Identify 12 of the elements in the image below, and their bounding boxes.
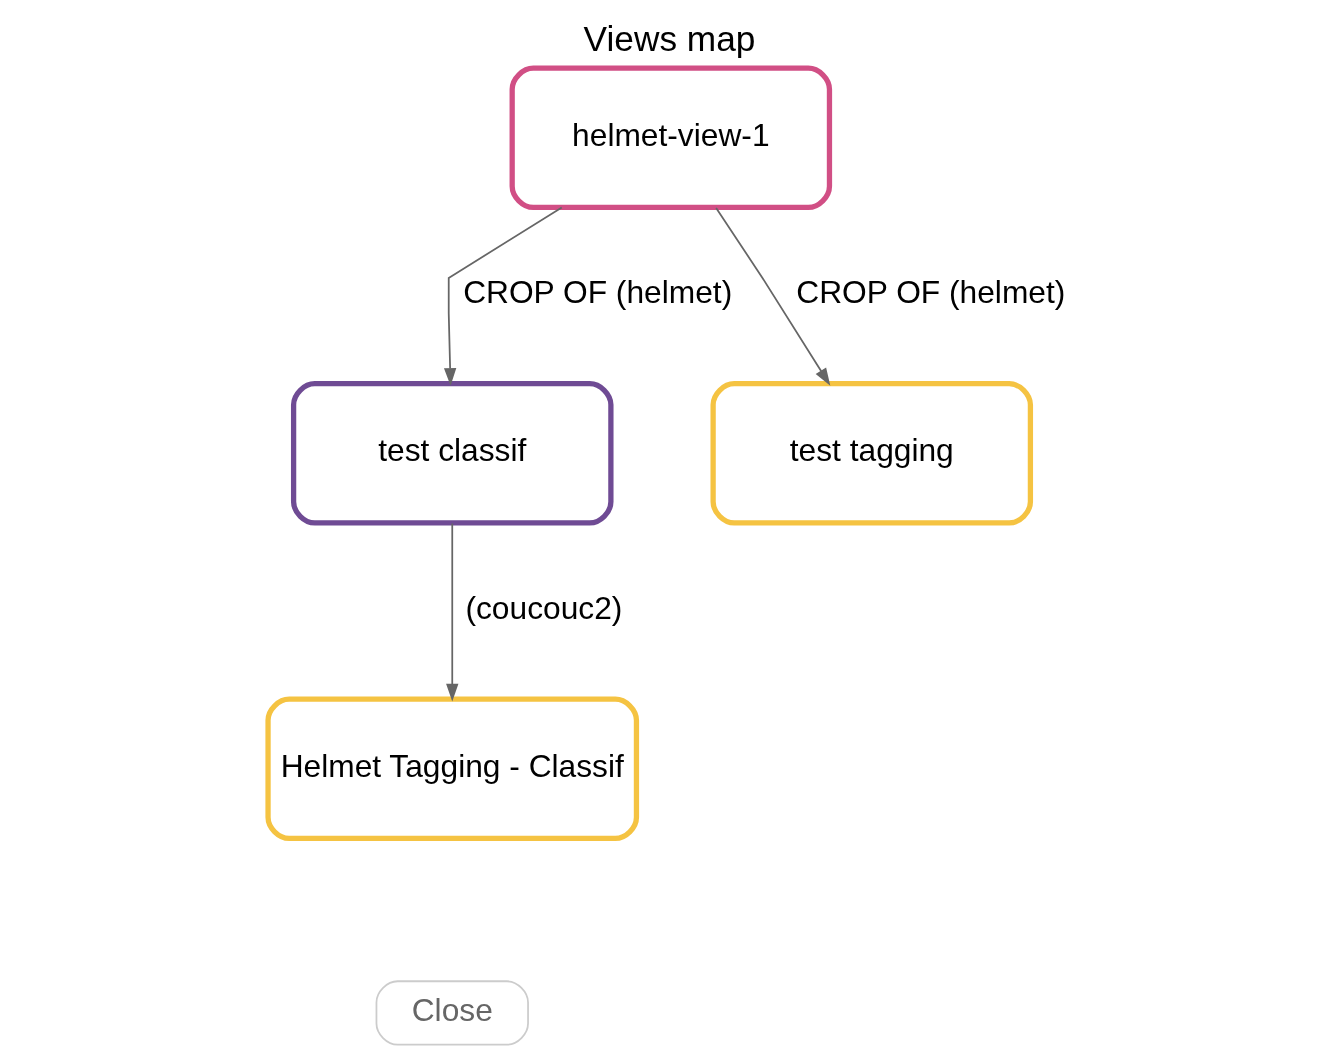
arrow	[445, 522, 458, 702]
edge-label: (coucouc2)	[464, 589, 622, 626]
edge-label: CROP OF (helmet)	[462, 274, 732, 311]
diagram-title: Views map	[583, 18, 755, 58]
arrow	[714, 207, 830, 386]
label: Close	[411, 991, 493, 1028]
arrow	[443, 206, 563, 386]
node-box: Helmet Tagging - Classif	[264, 696, 639, 842]
node-box: test classif	[290, 381, 614, 526]
node-box: test tagging	[710, 381, 1033, 526]
edge-label: CROP OF (helmet)	[795, 274, 1065, 311]
node-box: helmet-view-1	[509, 65, 832, 211]
